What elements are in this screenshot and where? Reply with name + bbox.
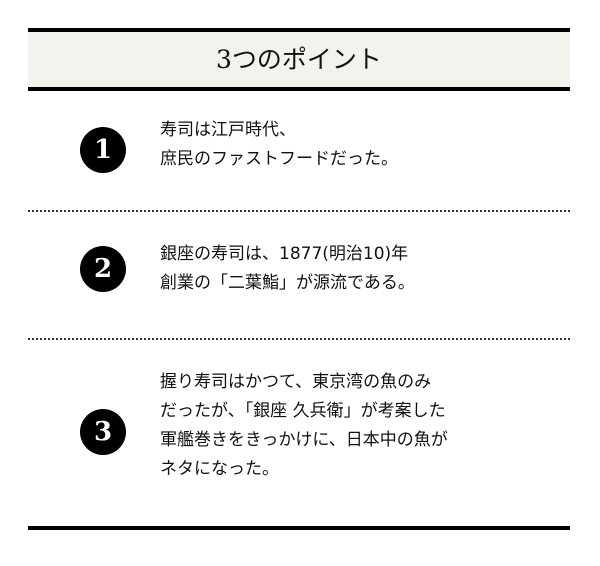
text-line: 握り寿司はかつて、東京湾の魚のみ — [160, 372, 432, 392]
text-line: 寿司は江戸時代、 — [160, 120, 296, 140]
number-badge-1: 1 — [80, 127, 126, 173]
point-3: 3 握り寿司はかつて、東京湾の魚のみ だったが、「銀座 久兵衛」が考案した 軍艦… — [28, 366, 570, 496]
point-2-text: 銀座の寿司は、1877(明治10)年 創業の「二葉鮨」が源流である。 — [160, 240, 415, 298]
text-line: 庶民のファストフードだった。 — [160, 149, 398, 169]
point-1-text: 寿司は江戸時代、 庶民のファストフードだった。 — [160, 116, 398, 174]
dotted-divider — [28, 338, 570, 340]
text-line: 軍艦巻きをきっかけに、日本中の魚が — [160, 430, 448, 450]
dotted-divider — [28, 210, 570, 212]
number-badge-2: 2 — [80, 246, 126, 292]
text-line: 創業の「二葉鮨」が源流である。 — [160, 273, 415, 293]
text-line: 銀座の寿司は、1877(明治10)年 — [160, 244, 409, 264]
point-1: 1 寿司は江戸時代、 庶民のファストフードだった。 — [28, 112, 570, 188]
bottom-rule — [28, 526, 570, 530]
number-badge-3: 3 — [80, 409, 126, 455]
section-title: 3つのポイント — [28, 28, 570, 91]
text-line: ネタになった。 — [160, 459, 279, 479]
point-2: 2 銀座の寿司は、1877(明治10)年 創業の「二葉鮨」が源流である。 — [28, 238, 570, 314]
text-line: だったが、「銀座 久兵衛」が考案した — [160, 401, 446, 421]
point-3-text: 握り寿司はかつて、東京湾の魚のみ だったが、「銀座 久兵衛」が考案した 軍艦巻き… — [160, 368, 448, 484]
